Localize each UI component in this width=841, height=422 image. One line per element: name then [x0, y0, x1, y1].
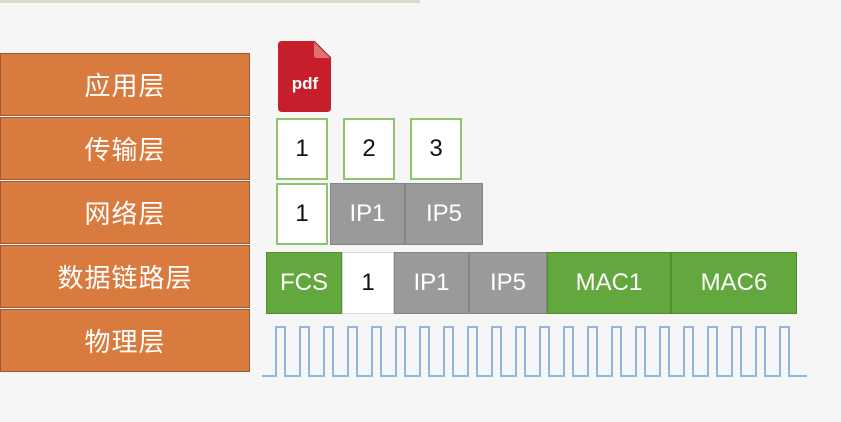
- data-link-segment-1: 1: [342, 252, 394, 314]
- transport-segment-1: 1: [276, 118, 328, 180]
- data-link-header-mac1: MAC1: [547, 252, 671, 314]
- protocol-layer-stack: 应用层 传输层 网络层 数据链路层 物理层: [0, 53, 250, 372]
- pdf-icon-shape: [278, 40, 332, 112]
- physical-square-wave-signal: [262, 326, 807, 377]
- data-link-layer-label: 数据链路层: [0, 245, 250, 308]
- network-layer-label: 网络层: [0, 181, 250, 244]
- transport-layer-label: 传输层: [0, 117, 250, 180]
- application-layer-label: 应用层: [0, 53, 250, 116]
- pdf-file-label: pdf: [291, 74, 319, 93]
- transport-segment-3: 3: [410, 118, 462, 180]
- physical-layer-label: 物理层: [0, 309, 250, 372]
- top-strip: [0, 0, 420, 3]
- network-header-ip5: IP5: [405, 183, 483, 245]
- network-header-ip1: IP1: [330, 183, 405, 245]
- data-link-fcs-trailer: FCS: [266, 252, 342, 314]
- data-link-header-ip5: IP5: [469, 252, 547, 314]
- pdf-file-icon: pdf: [276, 38, 334, 114]
- network-segment-1: 1: [276, 183, 328, 245]
- data-link-header-mac6: MAC6: [671, 252, 797, 314]
- transport-segment-2: 2: [343, 118, 395, 180]
- data-link-header-ip1: IP1: [394, 252, 469, 314]
